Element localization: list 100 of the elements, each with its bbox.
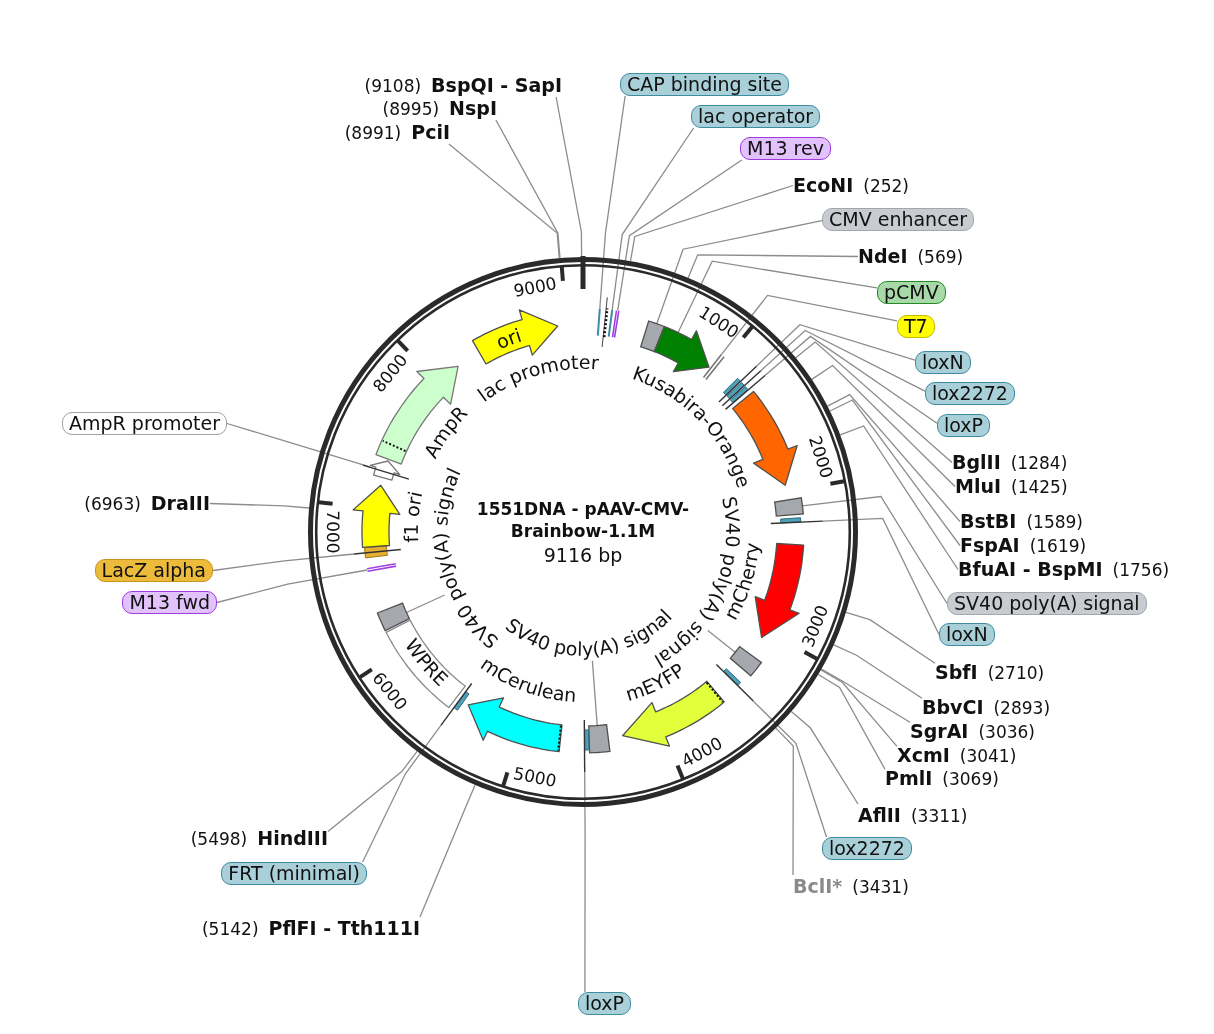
feature-label: pCMV [877, 281, 946, 304]
site-position: (2893) [993, 697, 1050, 719]
site-mark [583, 719, 590, 773]
leader-line [822, 517, 940, 636]
enzyme-name: BstBI [960, 510, 1017, 532]
site-position: (1284) [1010, 452, 1068, 474]
site-position: (3431) [852, 876, 909, 898]
enzyme-name: BbvCI [922, 696, 984, 718]
leader-line [599, 95, 626, 310]
enzyme-name: SgrAI [910, 720, 969, 742]
leader-line [817, 673, 886, 770]
leader-line [212, 553, 355, 572]
feature-label: CMV enhancer [822, 208, 975, 231]
feature-label: SV40 poly(A) signal [947, 592, 1147, 615]
primer-mark [366, 563, 397, 573]
feature-label: M13 rev [740, 137, 831, 160]
leader-line [755, 323, 916, 367]
leader-line [361, 724, 442, 863]
plasmid-name: 1551DNA - pAAV-CMV-Brainbow-1.1M [475, 497, 691, 542]
site-position: (9108) [364, 75, 422, 97]
site-position: (8995) [382, 98, 440, 120]
feature-label: loxN [939, 623, 995, 646]
leader-line [611, 127, 695, 311]
leader-line [226, 422, 371, 468]
enzyme-name: FspAI [960, 534, 1020, 556]
feature-label: loxP [578, 992, 632, 1015]
feature-label: ori [492, 323, 524, 354]
leader-line [833, 644, 923, 699]
leader-line [707, 629, 736, 653]
site-position: (3041) [959, 745, 1017, 767]
leader-line [687, 254, 859, 279]
enzyme-name: MluI [955, 475, 1001, 497]
feature-block [773, 497, 804, 517]
leader-line [677, 260, 878, 334]
leader-line [764, 335, 938, 424]
leader-line [826, 393, 961, 523]
site-position: (569) [917, 246, 964, 268]
feature-label: M13 fwd [122, 591, 217, 614]
leader-line [829, 399, 961, 547]
leader-line [656, 220, 823, 325]
enzyme-name: BclI* [793, 875, 843, 897]
leader-line [555, 96, 583, 258]
leader-line [617, 159, 743, 312]
site-position: (2710) [987, 662, 1045, 684]
enzyme-name: PflFI - Tth111I [268, 917, 420, 939]
feature-label: loxP [937, 414, 991, 437]
leader-line [405, 594, 446, 614]
leader-line [591, 660, 598, 727]
site-position: (3036) [978, 721, 1035, 743]
enzyme-name: PmlI [885, 767, 933, 789]
leader-line [790, 710, 859, 805]
leader-line [419, 784, 476, 918]
tick-label: 3000 [798, 602, 832, 649]
leader-line [775, 727, 794, 876]
site-position: (252) [863, 175, 909, 197]
feature-label: f1 ori [399, 489, 427, 544]
site-position: (5498) [190, 828, 248, 850]
site-position: (8991) [344, 122, 402, 144]
site-position: (3069) [942, 768, 999, 790]
feature-segment [362, 460, 410, 481]
site-position: (5142) [202, 918, 259, 940]
feature-block [376, 602, 411, 632]
leader-line [795, 341, 953, 464]
feature-label: FRT (minimal) [221, 862, 367, 885]
leader-line [820, 669, 898, 747]
leader-line [495, 119, 561, 259]
leader-line [584, 771, 586, 993]
feature-label: AmpR promoter [62, 412, 227, 435]
feature-label: T7 [897, 315, 935, 338]
leader-line [209, 502, 310, 509]
enzyme-name: BspQI - SapI [431, 74, 562, 96]
leader-line [629, 184, 794, 262]
enzyme-name: AflII [858, 804, 901, 826]
feature-label: lox2272 [925, 382, 1015, 405]
site-position: (1756) [1112, 559, 1170, 581]
leader-line [820, 668, 911, 723]
tick-label: 9000 [512, 273, 558, 300]
enzyme-name: PciI [411, 121, 450, 143]
leader-line [327, 750, 418, 833]
feature-label: loxN [915, 351, 971, 374]
enzyme-name: BfuAI - BspMI [958, 558, 1103, 580]
enzyme-name: EcoNI [793, 174, 854, 196]
site-position: (1425) [1011, 476, 1068, 498]
tick-label: 2000 [806, 433, 837, 481]
enzyme-name: NspI [449, 97, 497, 119]
site-mark [715, 663, 754, 702]
tick-label: 5000 [512, 764, 559, 791]
plasmid-size: 9116 bp [543, 542, 623, 567]
leader-line [839, 425, 959, 571]
tick-label: 7000 [324, 510, 342, 554]
feature-segment [352, 484, 401, 549]
feature-label: lac operator [691, 105, 821, 128]
feature-block [588, 723, 611, 754]
leader-line [752, 700, 828, 838]
leader-line [760, 329, 926, 392]
site-marks [596, 296, 620, 348]
enzyme-name: SbfI [935, 661, 978, 683]
site-mark [770, 517, 824, 525]
enzyme-name: BglII [952, 451, 1001, 473]
leader-line [845, 611, 936, 664]
